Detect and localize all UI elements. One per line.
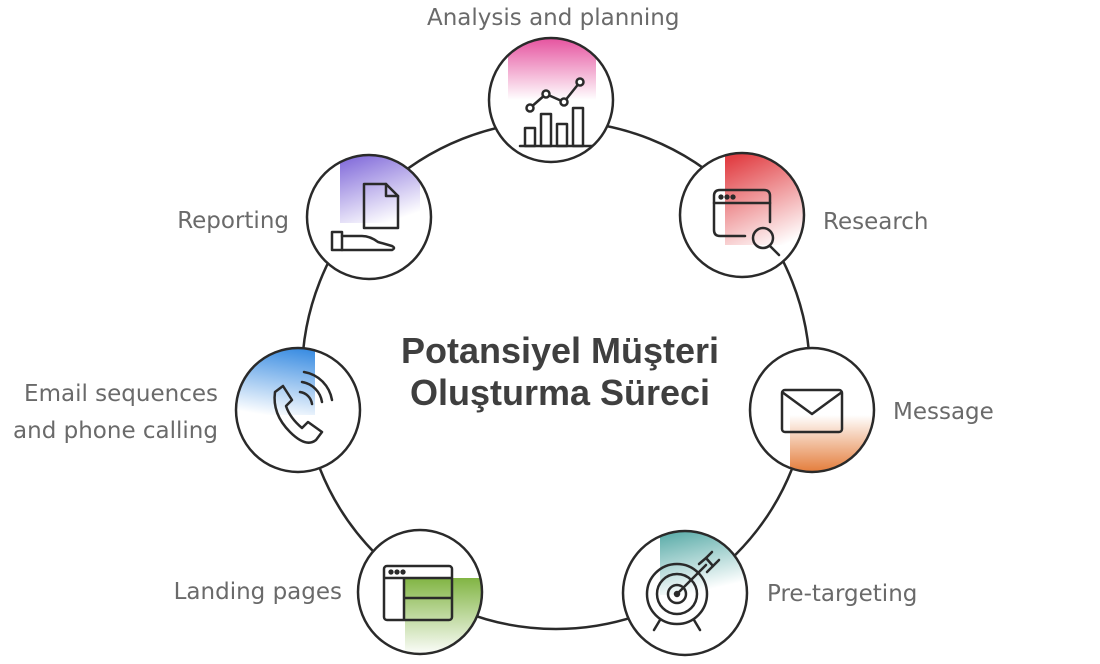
label-pre-targeting: Pre-targeting	[767, 581, 918, 607]
label-email-sequences: Email sequences	[24, 381, 218, 407]
title-line-1: Potansiyel Müşteri	[400, 330, 720, 371]
label-research: Research	[823, 209, 929, 235]
bar-chart-icon	[518, 77, 594, 148]
document-hand-icon	[330, 182, 400, 252]
label-message: Message	[893, 399, 994, 425]
step-landing-pages-node	[356, 528, 484, 656]
step-analysis-planning-node	[487, 36, 615, 164]
title-line-2: Oluşturma Süreci	[409, 372, 711, 413]
label-analysis-planning: Analysis and planning	[427, 5, 680, 31]
step-reporting-node	[305, 153, 433, 281]
target-arrow-icon	[645, 550, 721, 632]
phone-call-icon	[273, 370, 334, 444]
webpage-layout-icon	[382, 564, 454, 622]
label-landing-pages: Landing pages	[173, 579, 342, 605]
label-reporting: Reporting	[177, 208, 289, 234]
label-phone-calling: and phone calling	[13, 418, 218, 444]
envelope-icon	[780, 388, 844, 434]
browser-search-icon	[712, 188, 781, 257]
step-pre-targeting-node	[621, 529, 749, 657]
step-research-node	[678, 151, 806, 279]
diagram-title: Potansiyel Müşteri Oluşturma Süreci	[340, 330, 780, 414]
